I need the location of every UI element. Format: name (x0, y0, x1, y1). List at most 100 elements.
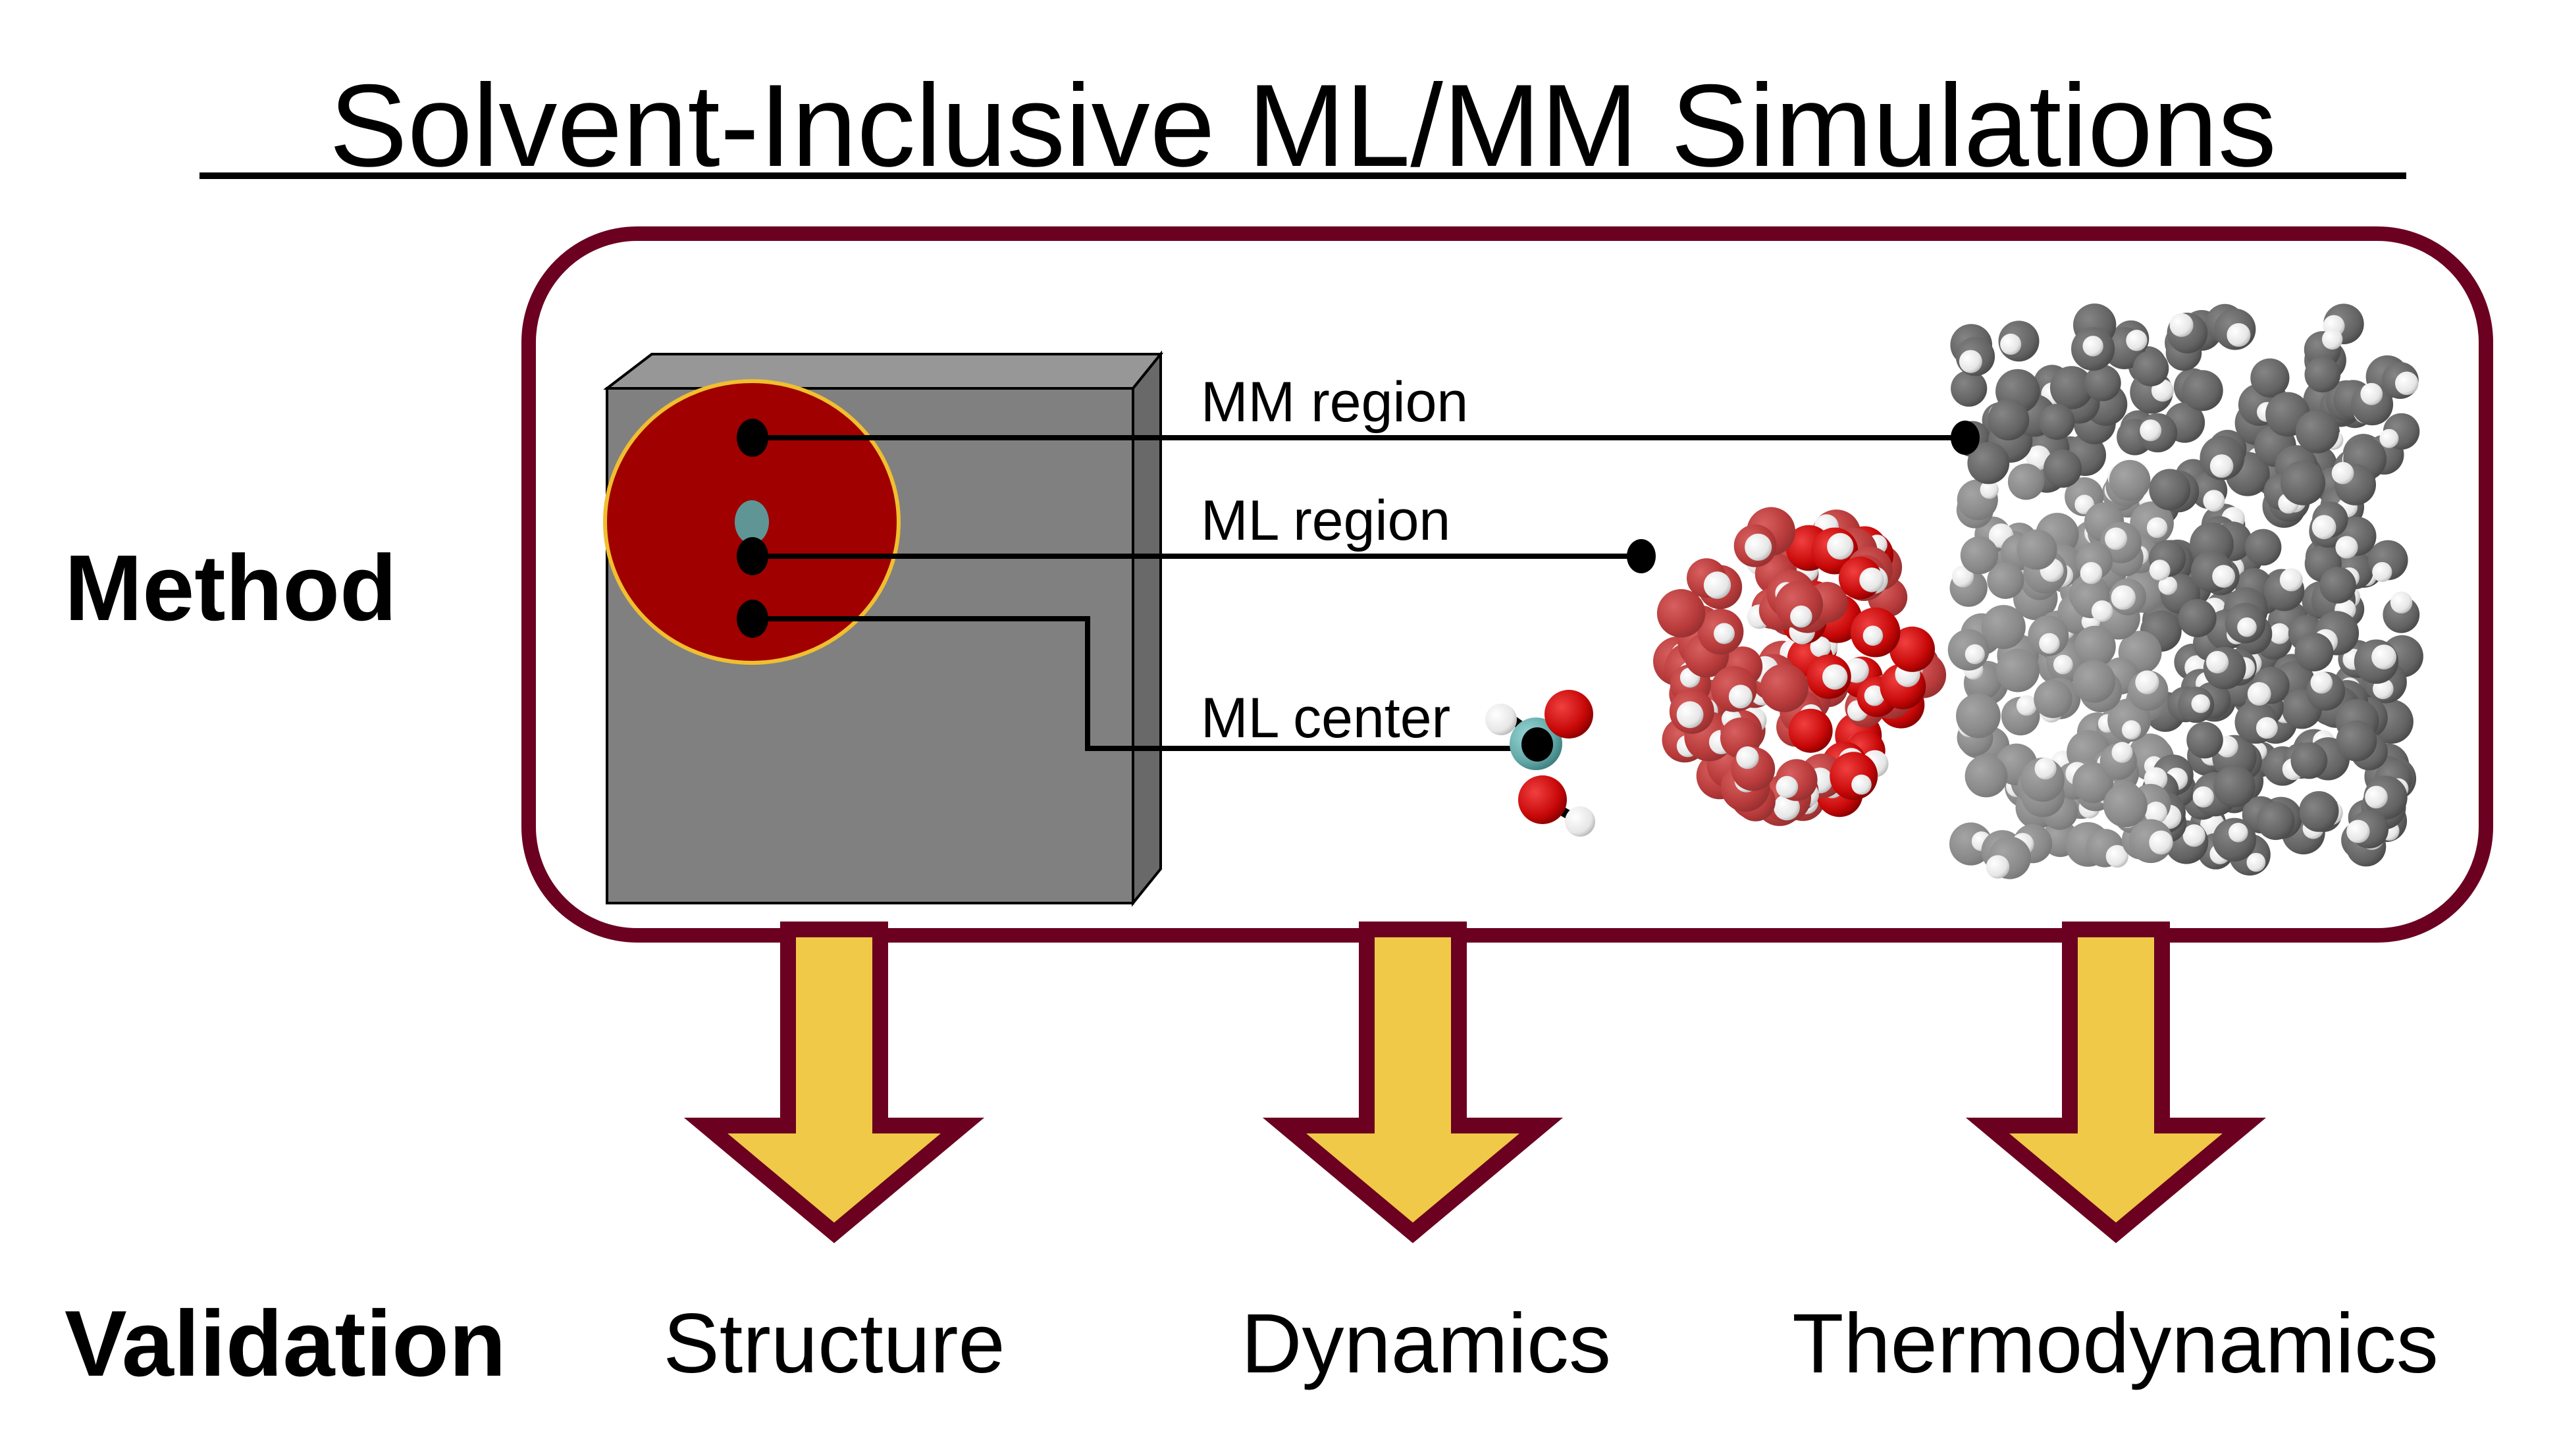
hydrogen-atom (2158, 576, 2178, 595)
ml-region-dot (737, 537, 768, 575)
hydrogen-atom (2279, 568, 2303, 592)
hydrogen-atom (2360, 382, 2383, 405)
hydrogen-atom (2331, 461, 2354, 484)
mm-atom (2319, 567, 2356, 604)
mm-atom (2072, 660, 2116, 703)
hydrogen-atom (2140, 419, 2162, 442)
hydrogen-atom (2016, 695, 2038, 716)
oxygen-atom (1760, 663, 1808, 712)
mm-atom (2103, 783, 2148, 827)
hydrogen-atom (1790, 605, 1812, 628)
method-row-label: Method (65, 536, 397, 640)
hydrogen-atom (2209, 454, 2234, 478)
hydrogen-atom (1862, 625, 1884, 646)
leader-dots (737, 419, 768, 638)
mm-region-label: MM region (1201, 371, 1468, 434)
hydrogen-atom (2379, 429, 2399, 448)
mm-atom (2034, 679, 2072, 719)
arrow-to-thermodynamics (1965, 922, 2267, 1243)
mm-atom (2290, 742, 2328, 779)
hydrogen-atom (1822, 664, 1848, 690)
mm-atom (2299, 793, 2338, 832)
mm-atom (2038, 403, 2075, 440)
hydrogen-atom (2256, 717, 2278, 739)
hydrogen-atom (2203, 490, 2225, 512)
hydrogen-atom (2105, 845, 2128, 868)
mm-atom (2295, 409, 2339, 454)
hydrogen-atom (2182, 824, 2205, 847)
hydrogen-atom (2371, 644, 2397, 669)
oxygen-atom (1544, 690, 1593, 739)
oxygen-atom (1788, 708, 1833, 753)
hydrogen-atom (2039, 633, 2060, 654)
hydrogen-atom (1736, 746, 1759, 769)
hydrogen-atom (2169, 313, 2194, 337)
ml-water-cluster (1653, 507, 1947, 826)
ml-center-leader (752, 616, 1542, 751)
mm-region-dot (737, 419, 768, 457)
mm-atom (2178, 599, 2217, 638)
hydrogen-atom (2237, 617, 2257, 637)
output-dynamics-label: Dynamics (1241, 1297, 1611, 1391)
hydrogen-atom (2082, 336, 2103, 357)
hydrogen-atom (1965, 644, 1985, 665)
validation-row-label: Validation (65, 1291, 506, 1396)
ml-center-dot (737, 600, 768, 638)
ml-region-label: ML region (1201, 489, 1450, 552)
hydrogen-atom (2212, 565, 2236, 588)
hydrogen-atom (2091, 600, 2113, 622)
hydrogen-atom (2111, 742, 2133, 764)
mm-atom (1987, 561, 2024, 599)
hydrogen-atom (1774, 794, 1800, 821)
mm-atom (2132, 350, 2169, 386)
hydrogen-atom (2080, 561, 2103, 585)
mm-atom (2186, 721, 2223, 759)
mm-atom (2213, 765, 2256, 808)
hydrogen-atom (1485, 704, 1517, 735)
hydrogen-atom (2269, 623, 2290, 644)
hydrogen-atom (2034, 758, 2057, 780)
hydrogen-atom (2053, 654, 2073, 675)
ml-center-molecule (1485, 690, 1595, 837)
hydrogen-atom (2149, 830, 2173, 855)
hydrogen-atom (2229, 823, 2248, 843)
mm-atom (2007, 463, 2045, 500)
hydrogen-atom (2322, 328, 2343, 350)
hydrogen-atom (2206, 650, 2229, 674)
mm-atom (2044, 449, 2082, 488)
arrow-to-structure (683, 922, 985, 1243)
mm-atom (1960, 536, 1999, 575)
mm-atom (1951, 370, 1988, 407)
arrow-to-dynamics (1262, 922, 1564, 1243)
hydrogen-atom (2227, 323, 2251, 347)
mm-atom (1967, 442, 2010, 484)
oxygen-atom (1656, 589, 1706, 638)
hydrogen-atom (2365, 785, 2388, 809)
mm-solvent-cluster (1947, 303, 2423, 879)
hydrogen-atom (1859, 567, 1884, 592)
mm-atom (2250, 358, 2290, 398)
mm-atom (2336, 720, 2377, 762)
hydrogen-atom (1986, 855, 2010, 879)
hydrogen-atom (2000, 333, 2022, 355)
hydrogen-atom (2191, 694, 2211, 714)
mm-atom (1965, 754, 2008, 798)
validation-arrows (683, 922, 2267, 1243)
mm-atom (2281, 460, 2326, 506)
ml-center-endpoint-dot (1521, 727, 1553, 762)
hydrogen-atom (1565, 806, 1595, 837)
hydrogen-atom (2126, 330, 2148, 351)
mm-atom (2072, 762, 2113, 804)
simulation-cube (603, 350, 1164, 907)
hydrogen-atom (2246, 852, 2266, 872)
leader-lines (752, 435, 1965, 751)
hydrogen-atom (2111, 585, 2136, 610)
oxygen-atom (1830, 752, 1878, 800)
hydrogen-atom (2247, 682, 2271, 706)
oxygen-atom (1518, 775, 1567, 824)
hydrogen-atom (2311, 515, 2336, 540)
mm-atom (2294, 633, 2334, 671)
mm-atom (2074, 625, 2116, 667)
mm-atom (2084, 365, 2121, 402)
